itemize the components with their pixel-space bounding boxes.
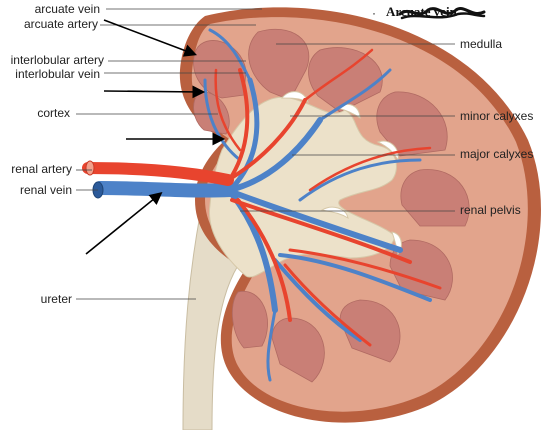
medulla-pyramids [193,28,470,383]
pointer-arrows [85,19,226,255]
label-renal-artery: renal artery [11,162,72,176]
renal-artery-end [85,160,95,176]
minor-calyx-cups [280,91,402,256]
scribble-mark [398,7,486,20]
label-arcuate-artery: arcuate artery [23,17,98,31]
vein-network [93,28,432,382]
ureter-tube [182,214,251,430]
label-interlobular-artery: interlobular artery [10,53,104,67]
annotation-bullet: · [372,6,376,20]
label-renal-vein: renal vein [19,183,72,197]
label-major-calyxes: major calyxes [460,147,534,161]
label-interlobular-vein: interlobular vein [15,67,100,81]
label-renal-pelvis: renal pelvis [460,203,521,217]
label-ureter: ureter [40,292,72,306]
label-arcuate-vein: arcuate vein [34,2,100,16]
label-medulla: medulla [460,37,503,51]
annotation-text: Arcuate vein [386,4,457,19]
leader-lines [76,8,455,300]
label-cortex: cortex [37,106,70,120]
artery-network [82,48,442,347]
label-minor-calyxes: minor calyxes [460,109,534,123]
